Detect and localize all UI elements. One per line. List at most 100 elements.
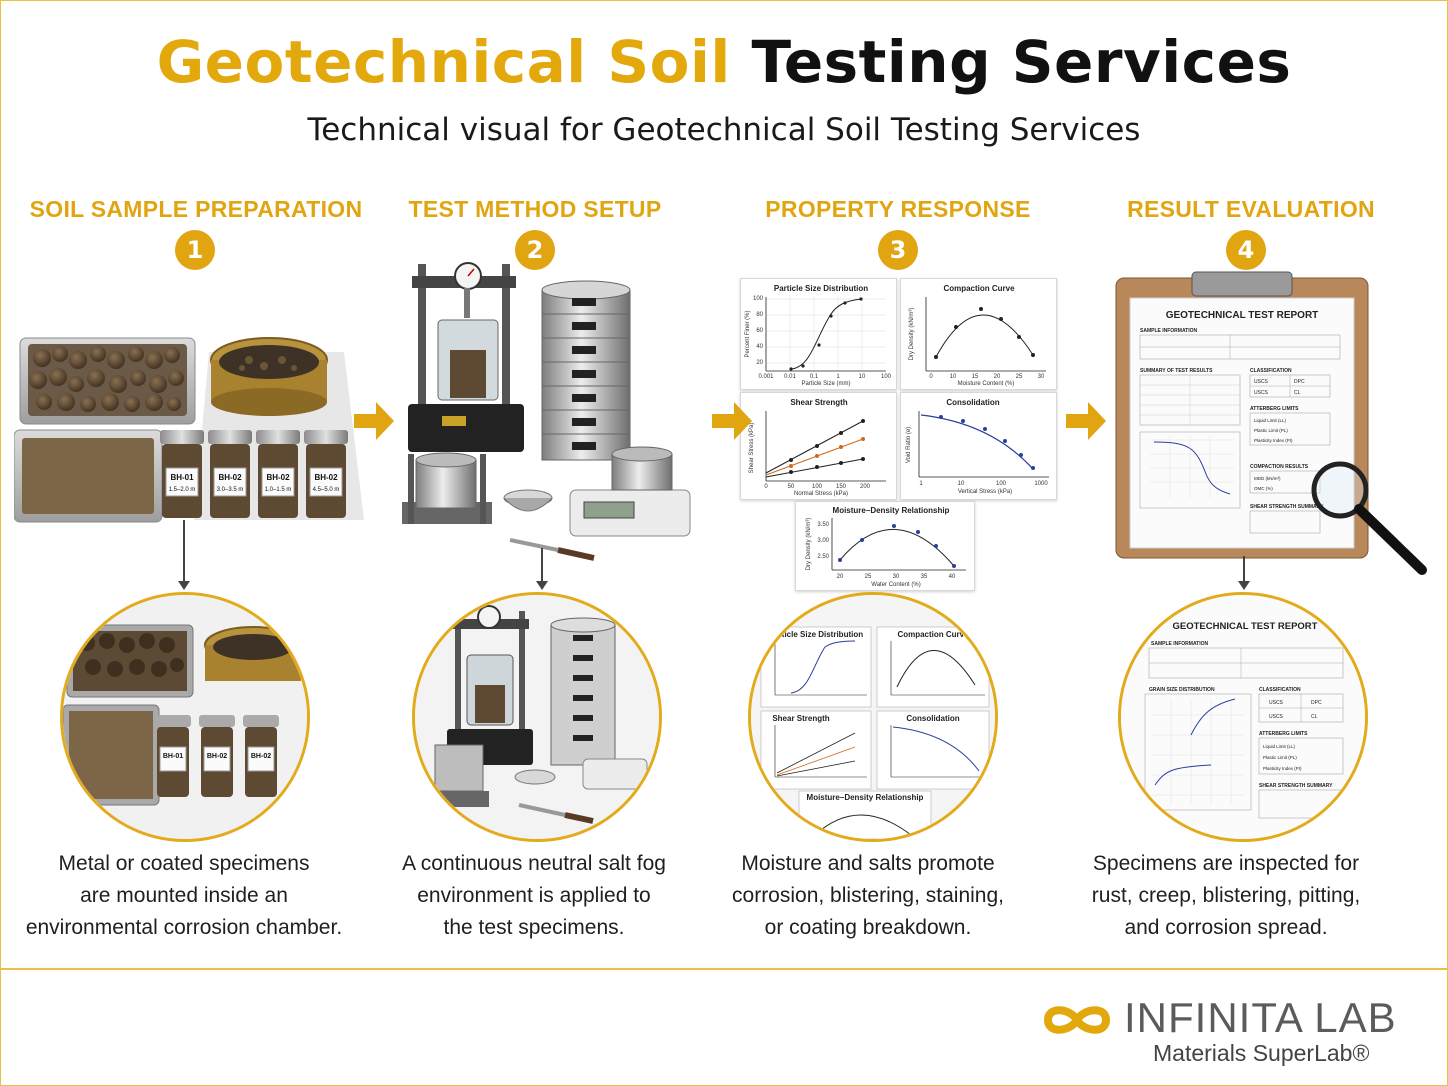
detail-report-sample-info: SAMPLE INFORMATION: [1151, 641, 1209, 647]
psd-xtick: 0.01: [784, 374, 796, 380]
report-plasticity: Plasticity Index (PI): [1254, 438, 1293, 443]
compaction-xtick: 15: [972, 374, 979, 380]
report-scene: GEOTECHNICAL TEST REPORT SAMPLE INFORMAT…: [1110, 268, 1430, 578]
consolidation-xtick: 100: [996, 481, 1007, 487]
psd-ylabel: Percent Finer (%): [745, 310, 751, 357]
jar-2-label: BH-02: [218, 473, 242, 482]
detail-jar-1-label: BH-01: [163, 753, 183, 760]
chart-compaction: Compaction Curve 0 10 15 20 25 30 Moistu…: [900, 278, 1057, 390]
step-1-description: Metal or coated specimens are mounted in…: [14, 848, 354, 944]
jar-1-label: BH-01: [170, 473, 194, 482]
shear-xtick: 100: [812, 484, 823, 490]
arrow-down-icon: [1238, 556, 1250, 590]
jar-3-label: BH-02: [266, 473, 290, 482]
jar-2-depth: 3.0–3.5 m: [217, 487, 244, 493]
detail-report-aashto: USCS: [1269, 714, 1284, 720]
brand-name: INFINITA LAB: [1124, 994, 1397, 1041]
step-2-desc-line: A continuous neutral salt fog: [402, 852, 666, 875]
consolidation-title: Consolidation: [946, 398, 999, 407]
step-4-badge: 4: [1226, 230, 1266, 270]
magnifier-icon: [1311, 461, 1427, 575]
report-mdd: MDD (kN/m³): [1254, 476, 1281, 481]
step-3-desc-line: Moisture and salts promote: [741, 852, 995, 875]
moisture-density-ytick: 3.00: [817, 538, 829, 544]
shear-title: Shear Strength: [790, 398, 847, 407]
detail-shear-title: Shear Strength: [772, 714, 829, 723]
report-omc: OMC (%): [1254, 486, 1273, 491]
step-1-desc-line: environmental corrosion chamber.: [25, 916, 343, 939]
moisture-density-xtick: 35: [921, 574, 928, 580]
report-summary: SUMMARY OF TEST RESULTS: [1140, 368, 1213, 374]
moisture-density-ytick: 2.50: [817, 554, 829, 560]
detail-circle-equipment: [412, 592, 662, 842]
compaction-xtick: 30: [1038, 374, 1045, 380]
test-equipment-illustration: [402, 262, 691, 561]
report-shear: SHEAR STRENGTH SUMMARY: [1250, 504, 1324, 510]
step-2-desc-line: environment is applied to: [417, 884, 651, 907]
consolidation-xlabel: Vertical Stress (kPa): [958, 489, 1012, 495]
detail-jar-2-label: BH-02: [207, 753, 227, 760]
compaction-xtick: 20: [994, 374, 1001, 380]
shear-xtick: 150: [836, 484, 847, 490]
compaction-xtick: 10: [950, 374, 957, 380]
consolidation-xtick: 1: [919, 481, 923, 487]
psd-xtick: 10: [859, 374, 866, 380]
arrow-right-icon: [354, 402, 394, 440]
compaction-xlabel: Moisture Content (%): [958, 381, 1015, 387]
shear-xtick: 50: [788, 484, 795, 490]
moisture-density-ylabel: Dry Density (kN/m³): [806, 518, 812, 571]
test-equipment-scene: [398, 254, 698, 576]
jar-4-label: BH-02: [314, 473, 338, 482]
compaction-xtick: 25: [1016, 374, 1023, 380]
step-3-description: Moisture and salts promote corrosion, bl…: [698, 848, 1038, 944]
step-3-desc-line: corrosion, blistering, staining,: [732, 884, 1004, 907]
detail-report-uscs-val: DPC: [1311, 700, 1322, 706]
detail-consolidation-title: Consolidation: [906, 714, 959, 723]
arrow-right-icon: [712, 402, 752, 440]
step-4-desc-line: Specimens are inspected for: [1092, 852, 1360, 875]
report-compaction: COMPACTION RESULTS: [1250, 464, 1309, 470]
chart-shear: Shear Strength 0 50 100 150 200 Normal S…: [740, 392, 897, 500]
step-4-desc-line: and corrosion spread.: [1124, 916, 1328, 939]
detail-moisture-density-title: Moisture–Density Relationship: [807, 793, 924, 802]
chart-consolidation: Consolidation 1 10 100 1000 Vertical Str…: [900, 392, 1057, 500]
report-clipboard-illustration: GEOTECHNICAL TEST REPORT SAMPLE INFORMAT…: [1115, 271, 1427, 575]
detail-report-title: GEOTECHNICAL TEST REPORT: [1173, 621, 1318, 632]
moisture-density-xtick: 40: [949, 574, 956, 580]
detail-report-plastic: Plastic Limit (PL): [1263, 755, 1297, 760]
step-1-badge: 1: [175, 230, 215, 270]
compaction-title: Compaction Curve: [943, 284, 1015, 293]
detail-report-uscs: USCS: [1269, 700, 1284, 706]
psd-xtick: 0.001: [758, 374, 774, 380]
title-highlight: Geotechnical Soil: [156, 28, 731, 96]
step-2-description: A continuous neutral salt fog environmen…: [364, 848, 704, 944]
detail-circle-charts: Particle Size Distribution Compaction Cu…: [748, 592, 998, 842]
report-aashto: USCS: [1254, 390, 1269, 396]
sample-jars: BH-01 1.5–2.0 m BH-02 3.0–3.5 m BH-02 1.…: [160, 430, 348, 518]
step-1-desc-line: Metal or coated specimens: [58, 852, 310, 875]
step-2-title: TEST METHOD SETUP: [408, 196, 662, 222]
detail-circle-samples: BH-01 BH-02 BH-02: [60, 592, 310, 842]
chart-moisture-density: Moisture–Density Relationship 3.50 3.00 …: [795, 501, 975, 591]
sieve-stack: [541, 280, 631, 461]
soil-samples-illustration: BH-01 1.5–2.0 m BH-02 3.0–3.5 m BH-02 1.…: [13, 337, 364, 523]
page-title: Geotechnical Soil Testing Services: [0, 28, 1448, 96]
title-main: Testing Services: [751, 28, 1292, 96]
chart-particle-size: Particle Size Distribution 100 80 60 40 …: [740, 278, 897, 390]
detail-report-shear: SHEAR STRENGTH SUMMARY: [1259, 783, 1333, 789]
consolidation-xtick: 10: [958, 481, 965, 487]
compaction-xtick: 0: [929, 374, 933, 380]
step-3-desc-line: or coating breakdown.: [764, 916, 972, 939]
brand-tagline: Materials SuperLab®: [1153, 1040, 1370, 1066]
report-atterberg: ATTERBERG LIMITS: [1250, 406, 1299, 412]
detail-psd-title: Particle Size Distribution: [769, 630, 863, 639]
step-4-description: Specimens are inspected for rust, creep,…: [1056, 848, 1396, 944]
report-sample-info: SAMPLE INFORMATION: [1140, 328, 1198, 334]
consolidation-ylabel: Void Ratio (e): [906, 427, 912, 463]
soil-samples-scene: BH-01 1.5–2.0 m BH-02 3.0–3.5 m BH-02 1.…: [13, 330, 364, 530]
psd-ytick: 100: [753, 296, 764, 302]
detail-report-liquid: Liquid Limit (LL): [1263, 744, 1296, 749]
report-uscs: USCS: [1254, 379, 1269, 385]
detail-report-plasticity: Plasticity Index (PI): [1263, 766, 1302, 771]
report-title: GEOTECHNICAL TEST REPORT: [1166, 310, 1319, 321]
